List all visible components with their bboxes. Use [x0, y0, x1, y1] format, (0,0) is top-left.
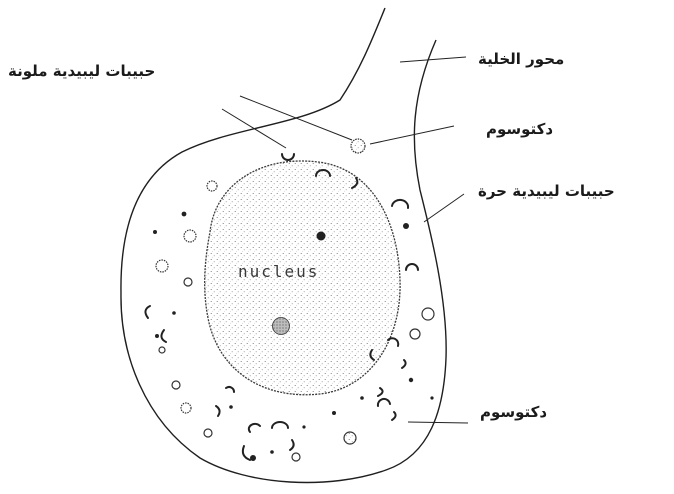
granule [344, 432, 356, 444]
leader-dictyosome-top [370, 126, 454, 144]
nucleolus-bottom [273, 318, 290, 335]
granule [410, 329, 420, 339]
granule [172, 381, 180, 389]
leader-dictyosome-bottom [408, 422, 468, 423]
dictyosome [290, 440, 294, 450]
dictyosome [392, 412, 396, 420]
dictyosome [249, 424, 260, 432]
dot [270, 450, 274, 454]
dictyosome [282, 154, 294, 160]
granule [422, 308, 434, 320]
dictyosome [216, 406, 220, 416]
dictyosome [402, 360, 406, 368]
label-free-lipid-granules: حبيبات ليبيدية حرة [478, 182, 615, 200]
label-cell-axis: محور الخلية [478, 50, 564, 68]
dot [155, 334, 159, 338]
dictyosome [378, 388, 383, 396]
dot [409, 378, 413, 382]
dictyosome [406, 264, 418, 270]
dictyosome [392, 200, 408, 208]
leader-axis [400, 57, 466, 62]
dot [172, 311, 176, 315]
dot [360, 396, 364, 400]
dot [403, 223, 409, 229]
granule-colored [351, 139, 365, 153]
granule [159, 347, 165, 353]
granule [184, 278, 192, 286]
granule [156, 260, 168, 272]
nucleolus-top [317, 232, 326, 241]
dot [332, 411, 336, 415]
granule [207, 181, 217, 191]
dot [182, 212, 187, 217]
dictyosome [378, 399, 390, 406]
label-dictyosome-bottom: دكتوسوم [480, 403, 547, 421]
dot [302, 425, 305, 428]
dot [153, 230, 157, 234]
dictyosome [161, 330, 166, 342]
granule [184, 230, 196, 242]
label-colored-lipid-granules: حبيبات ليبيدية ملونة [8, 62, 155, 80]
granule [204, 429, 212, 437]
dot [430, 396, 433, 399]
leader-free-granules [424, 194, 464, 222]
label-nucleus: nucleus [238, 262, 319, 281]
dictyosome [272, 422, 288, 428]
label-dictyosome-top: دكتوسوم [486, 120, 553, 138]
dictyosome [243, 446, 250, 460]
dictyosome [145, 306, 150, 318]
leader-colored-1 [222, 109, 286, 148]
dictyosome [388, 338, 398, 346]
dot [250, 455, 256, 461]
granule [292, 453, 300, 461]
dictyosome [226, 387, 234, 392]
granule [181, 403, 191, 413]
dot [229, 405, 233, 409]
